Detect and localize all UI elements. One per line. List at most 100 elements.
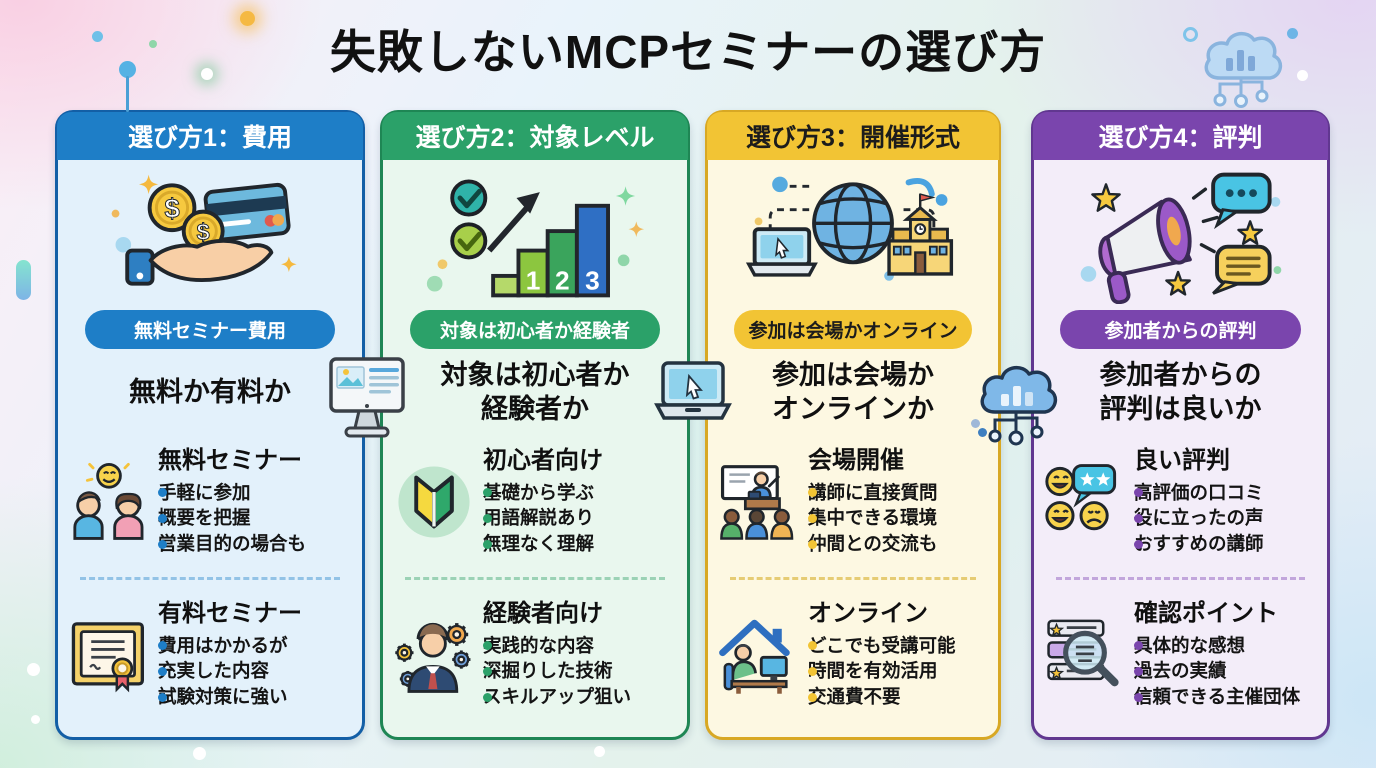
- cost-badge-label: 無料セミナー費用: [133, 321, 286, 342]
- bullet-item: 具体的な感想: [1134, 634, 1246, 656]
- node-line: [126, 76, 129, 112]
- bullet-item: 時間を有効活用: [808, 660, 938, 682]
- svg-text:$: $: [164, 192, 179, 223]
- bullet-dot: [158, 666, 167, 676]
- bullet-item: おすすめの講師: [1134, 533, 1264, 555]
- section-heading: 確認ポイント: [1134, 599, 1278, 627]
- bullet-dot: [1134, 666, 1143, 676]
- svg-text:3: 3: [585, 266, 600, 296]
- bullet-dot: [483, 488, 492, 497]
- bullet-dot: [158, 641, 167, 650]
- column-reputation-header-label: 選び方4：評判: [1098, 124, 1263, 152]
- bullet-dot: [483, 666, 492, 676]
- dashed-divider: [80, 577, 340, 580]
- bullet-dot: [1134, 692, 1143, 702]
- svg-text:$: $: [197, 219, 210, 245]
- white-dot-bl3: [193, 747, 206, 760]
- column-level-header: 選び方2：対象レベル: [382, 112, 688, 160]
- engineer-gears-icon: [391, 614, 477, 696]
- money-hand-illustration: $ $: [66, 162, 354, 308]
- column-level: 選び方2：対象レベル 1 2 3: [380, 110, 690, 740]
- bullet-item: 充実した内容: [158, 660, 270, 682]
- column-cost: 選び方1：費用 $ $: [55, 110, 365, 740]
- bullet-dot: [1134, 641, 1143, 650]
- cloud-chart-network-icon: [971, 360, 1061, 454]
- white-dot-bl1: [27, 663, 40, 676]
- bullet-item: 用語解説あり: [483, 507, 595, 529]
- bullet-dot: [483, 641, 492, 650]
- bullet-dot: [808, 488, 817, 497]
- section-heading: 初心者向け: [483, 446, 603, 474]
- node-dot: [119, 61, 136, 78]
- bullet-dot: [1134, 539, 1143, 549]
- bullet-dot: [483, 692, 492, 702]
- cost-question: 無料か有料か: [129, 376, 291, 407]
- bullet-item: 無理なく理解: [483, 533, 595, 555]
- bullet-item: 仲間との交流も: [808, 533, 938, 555]
- bullet-item: 概要を把握: [158, 507, 251, 529]
- blue-dot-mid2: [978, 428, 987, 437]
- white-glow-dot: [201, 68, 213, 80]
- bullet-item: 基礎から学ぶ: [483, 481, 595, 503]
- experienced-section: 経験者向け 実践的な内容 深掘りした技術 スキルアップ狙い: [391, 586, 679, 724]
- white-dot-right: [1297, 70, 1308, 81]
- reputation-badge: 参加者からの評判: [1060, 310, 1301, 349]
- column-format: 選び方3：開催形式: [705, 110, 1001, 740]
- bullet-dot: [158, 539, 167, 549]
- section-heading: 良い評判: [1134, 446, 1230, 474]
- beginner-mark-icon: [391, 462, 477, 542]
- online-section: オンライン どこでも受講可能 時間を有効活用 交通費不要: [716, 586, 990, 724]
- level-steps-illustration: 1 2 3: [391, 162, 679, 308]
- laptop-cursor-icon: [651, 360, 735, 422]
- certificate-icon: [66, 615, 152, 695]
- people-smiley-icon: [66, 461, 152, 543]
- column-format-header: 選び方3：開催形式: [707, 112, 999, 160]
- section-heading: 会場開催: [808, 446, 904, 474]
- venue-section: 会場開催 講師に直接質問 集中できる環境 仲間との交流も: [716, 433, 990, 571]
- level-question: 対象は初心者か 経験者か: [440, 359, 630, 424]
- column-reputation: 選び方4：評判: [1031, 110, 1330, 740]
- bullet-dot: [158, 692, 167, 702]
- blue-dot-right: [1287, 28, 1298, 39]
- level-badge: 対象は初心者か経験者: [409, 310, 661, 349]
- column-cost-header: 選び方1：費用: [57, 112, 363, 160]
- monitor-icon: [328, 356, 406, 442]
- bullet-item: 講師に直接質問: [808, 481, 938, 503]
- column-reputation-header: 選び方4：評判: [1033, 112, 1328, 160]
- bullet-dot: [1134, 513, 1143, 523]
- bullet-item: 費用はかかるが: [158, 634, 288, 656]
- bullet-item: 過去の実績: [1134, 660, 1227, 682]
- dashed-divider: [730, 577, 976, 580]
- feedback-emojis-icon: [1042, 461, 1128, 543]
- classroom-icon: [716, 461, 802, 543]
- column-format-header-label: 選び方3：開催形式: [746, 124, 960, 152]
- beginner-section: 初心者向け 基礎から学ぶ 用語解説あり 無理なく理解: [391, 433, 679, 571]
- section-heading: 有料セミナー: [158, 599, 302, 627]
- format-badge: 参加は会場かオンライン: [733, 310, 973, 349]
- bullet-dot: [808, 692, 817, 702]
- check-points-section: 確認ポイント 具体的な感想 過去の実績 信頼できる主催団体: [1042, 586, 1319, 724]
- bullet-item: 営業目的の場合も: [158, 533, 307, 555]
- bullet-item: どこでも受講可能: [808, 634, 956, 656]
- blue-dot-mid1: [971, 419, 980, 428]
- white-dot-bc: [594, 746, 605, 757]
- bullet-item: 試験対策に強い: [158, 686, 288, 708]
- orange-glow-dot: [240, 11, 255, 26]
- megaphone-reviews-illustration: [1042, 162, 1319, 308]
- bullet-dot: [808, 513, 817, 523]
- cloud-chart-network-light-icon: [1194, 26, 1288, 116]
- reputation-badge-label: 参加者からの評判: [1104, 321, 1257, 342]
- bullet-dot: [158, 513, 167, 523]
- bullet-item: 深掘りした技術: [483, 660, 613, 682]
- level-badge-label: 対象は初心者か経験者: [439, 321, 630, 342]
- bullet-item: 集中できる環境: [808, 507, 938, 529]
- bullet-dot: [808, 539, 817, 549]
- bullet-item: 役に立ったの声: [1134, 507, 1264, 529]
- cost-badge: 無料セミナー費用: [84, 310, 336, 349]
- teal-capsule: [16, 260, 31, 300]
- bullet-item: 手軽に参加: [158, 481, 251, 503]
- bullet-dot: [483, 513, 492, 523]
- svg-text:1: 1: [526, 266, 541, 296]
- bullet-dot: [158, 488, 167, 497]
- dashed-divider: [1056, 577, 1305, 580]
